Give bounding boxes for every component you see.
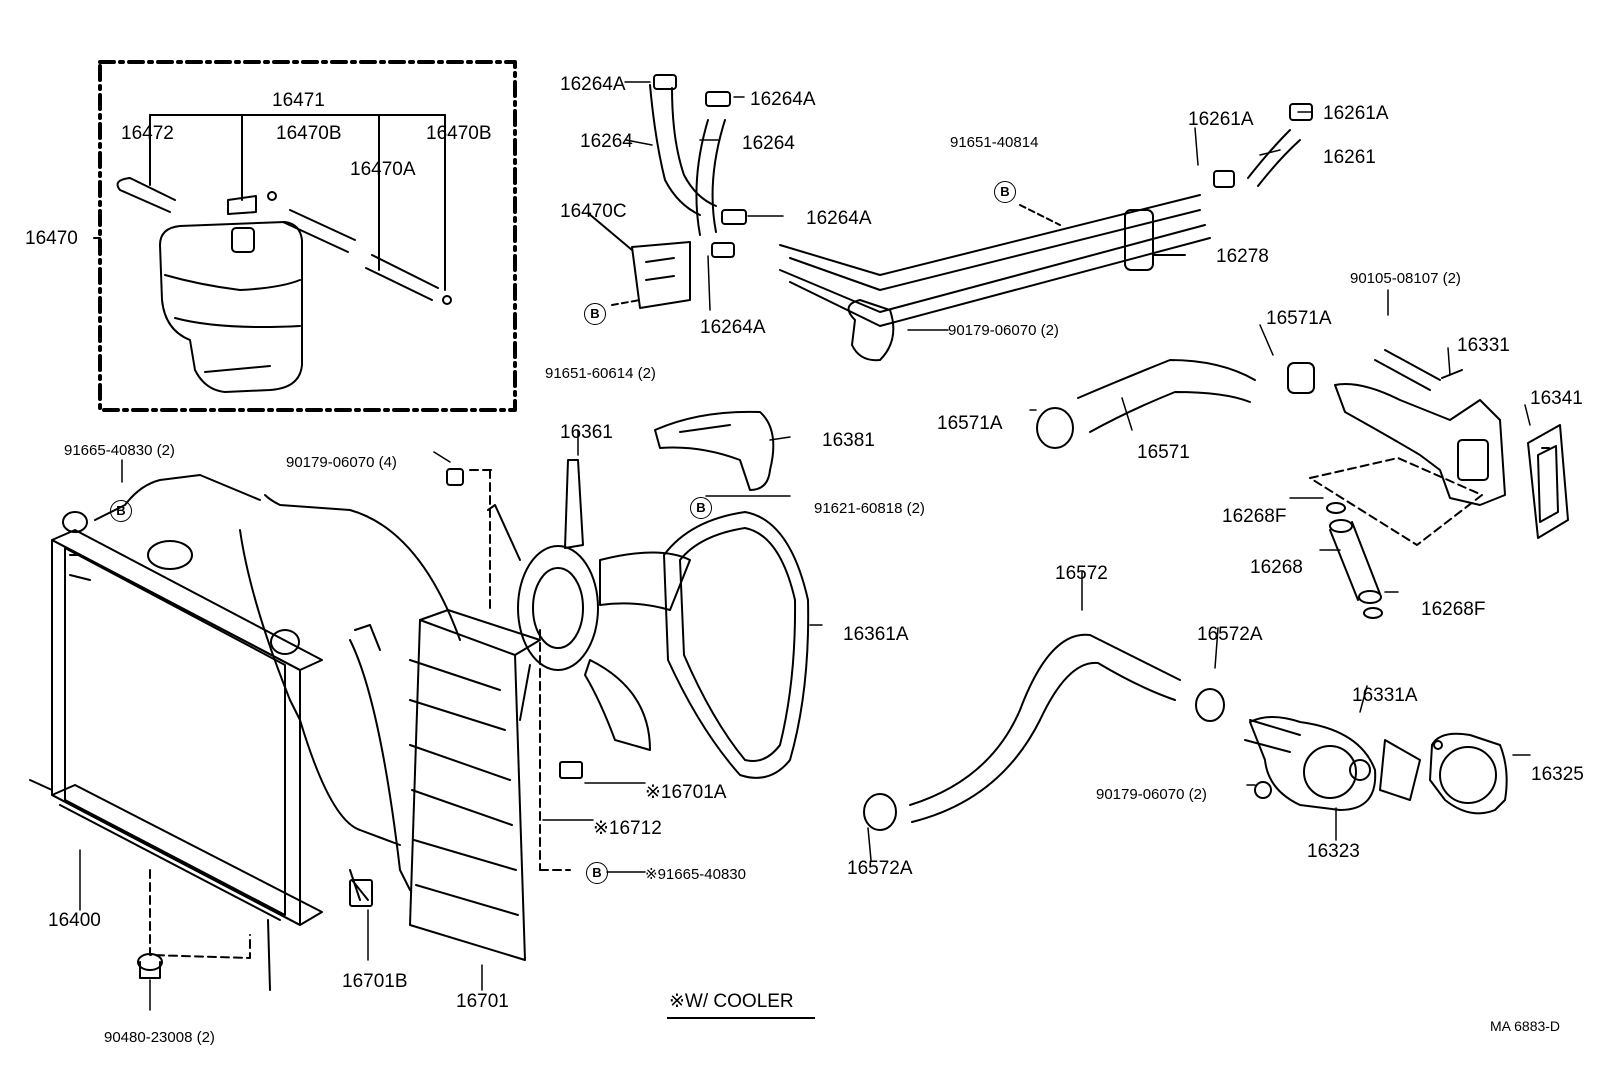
cooler-note: ※W/ COOLER <box>669 991 794 1012</box>
fan-shroud-16701-drawing <box>240 495 540 960</box>
part-label-16341: 16341 <box>1530 388 1583 409</box>
part-label-16571A: 16571A <box>937 413 1003 434</box>
part-label-16331: 16331 <box>1457 335 1510 356</box>
part-label-16264A: 16264A <box>750 89 816 110</box>
part-label-91665-40830-cooler: ※91665-40830 <box>645 866 746 883</box>
part-label-91651-60614: 91651-60614 (2) <box>545 365 656 382</box>
part-label-16571A: 16571A <box>1266 308 1332 329</box>
part-label-16261A: 16261A <box>1188 109 1254 130</box>
leader-lines <box>80 78 1530 1010</box>
part-label-90480-23008: 90480-23008 (2) <box>104 1029 215 1046</box>
part-label-16264A: 16264A <box>806 208 872 229</box>
part-label-16400: 16400 <box>48 910 101 931</box>
marker-b: B <box>586 862 608 884</box>
marker-b: B <box>110 500 132 522</box>
part-label-16471: 16471 <box>272 90 325 111</box>
part-label-16470B: 16470B <box>426 123 492 144</box>
part-label-16571: 16571 <box>1137 442 1190 463</box>
part-label-90179-06070: 90179-06070 (4) <box>286 454 397 471</box>
fan-belt-16361A-drawing <box>664 512 808 778</box>
marker-b: B <box>584 303 606 325</box>
part-label-16323: 16323 <box>1307 841 1360 862</box>
part-label-16264: 16264 <box>742 133 795 154</box>
part-label-16701B: 16701B <box>342 971 408 992</box>
part-label-16381: 16381 <box>822 430 875 451</box>
part-label-91665-40830: 91665-40830 (2) <box>64 442 175 459</box>
part-label-16572A: 16572A <box>847 858 913 879</box>
part-label-16701: 16701 <box>456 991 509 1012</box>
marker-b: B <box>994 181 1016 203</box>
water-inlet-16323-drawing <box>1245 717 1420 810</box>
part-label-90179-06070: 90179-06070 (2) <box>948 322 1059 339</box>
reserve-tank-group-box <box>94 62 515 410</box>
bracket-16470C-drawing <box>588 213 690 308</box>
part-label-91651-40814: 91651-40814 <box>950 134 1039 151</box>
part-label-16701A: ※16701A <box>645 782 727 803</box>
part-label-16268F: 16268F <box>1222 506 1287 527</box>
part-label-90105-08107: 90105-08107 (2) <box>1350 270 1461 287</box>
part-label-90179-06070: 90179-06070 (2) <box>1096 786 1207 803</box>
gasket-16341-drawing <box>1528 425 1568 538</box>
part-label-16470C: 16470C <box>560 201 627 222</box>
cooler-note-underline <box>667 1017 815 1019</box>
part-label-16361A: 16361A <box>843 624 909 645</box>
part-label-16572: 16572 <box>1055 563 1108 584</box>
part-label-16268F: 16268F <box>1421 599 1486 620</box>
hose-16572-drawing <box>864 635 1224 830</box>
pipe-16268-drawing <box>1310 458 1482 618</box>
bypass-pipe-16278-drawing <box>780 195 1210 360</box>
figure-code: MA 6883-D <box>1490 1018 1561 1034</box>
water-outlet-16331-drawing <box>1335 350 1505 505</box>
fan-16361-drawing <box>447 460 690 870</box>
part-label-16472: 16472 <box>121 123 174 144</box>
radiator-16400-drawing <box>30 475 322 990</box>
part-label-16264A: 16264A <box>560 74 626 95</box>
gasket-16325-drawing <box>1430 734 1507 814</box>
part-label-16278: 16278 <box>1216 246 1269 267</box>
hose-16571-drawing <box>1037 360 1314 448</box>
part-label-16325: 16325 <box>1531 764 1584 785</box>
part-label-16264A: 16264A <box>700 317 766 338</box>
hose-16264-drawing <box>650 75 746 257</box>
leader-16471 <box>150 115 445 290</box>
bracket-16381-drawing <box>655 412 773 490</box>
part-label-16712: ※16712 <box>593 818 662 839</box>
reserve-tank-drawing <box>118 178 451 392</box>
part-label-16470B: 16470B <box>276 123 342 144</box>
part-label-16261: 16261 <box>1323 147 1376 168</box>
part-label-91621-60818: 91621-60818 (2) <box>814 500 925 517</box>
marker-b: B <box>690 497 712 519</box>
part-label-16268: 16268 <box>1250 557 1303 578</box>
part-label-16264: 16264 <box>580 131 633 152</box>
part-label-16470A: 16470A <box>350 159 416 180</box>
part-label-16331A: 16331A <box>1352 685 1418 706</box>
part-label-16572A: 16572A <box>1197 624 1263 645</box>
part-label-16261A: 16261A <box>1323 103 1389 124</box>
part-label-16361: 16361 <box>560 422 613 443</box>
part-label-16470: 16470 <box>25 228 78 249</box>
